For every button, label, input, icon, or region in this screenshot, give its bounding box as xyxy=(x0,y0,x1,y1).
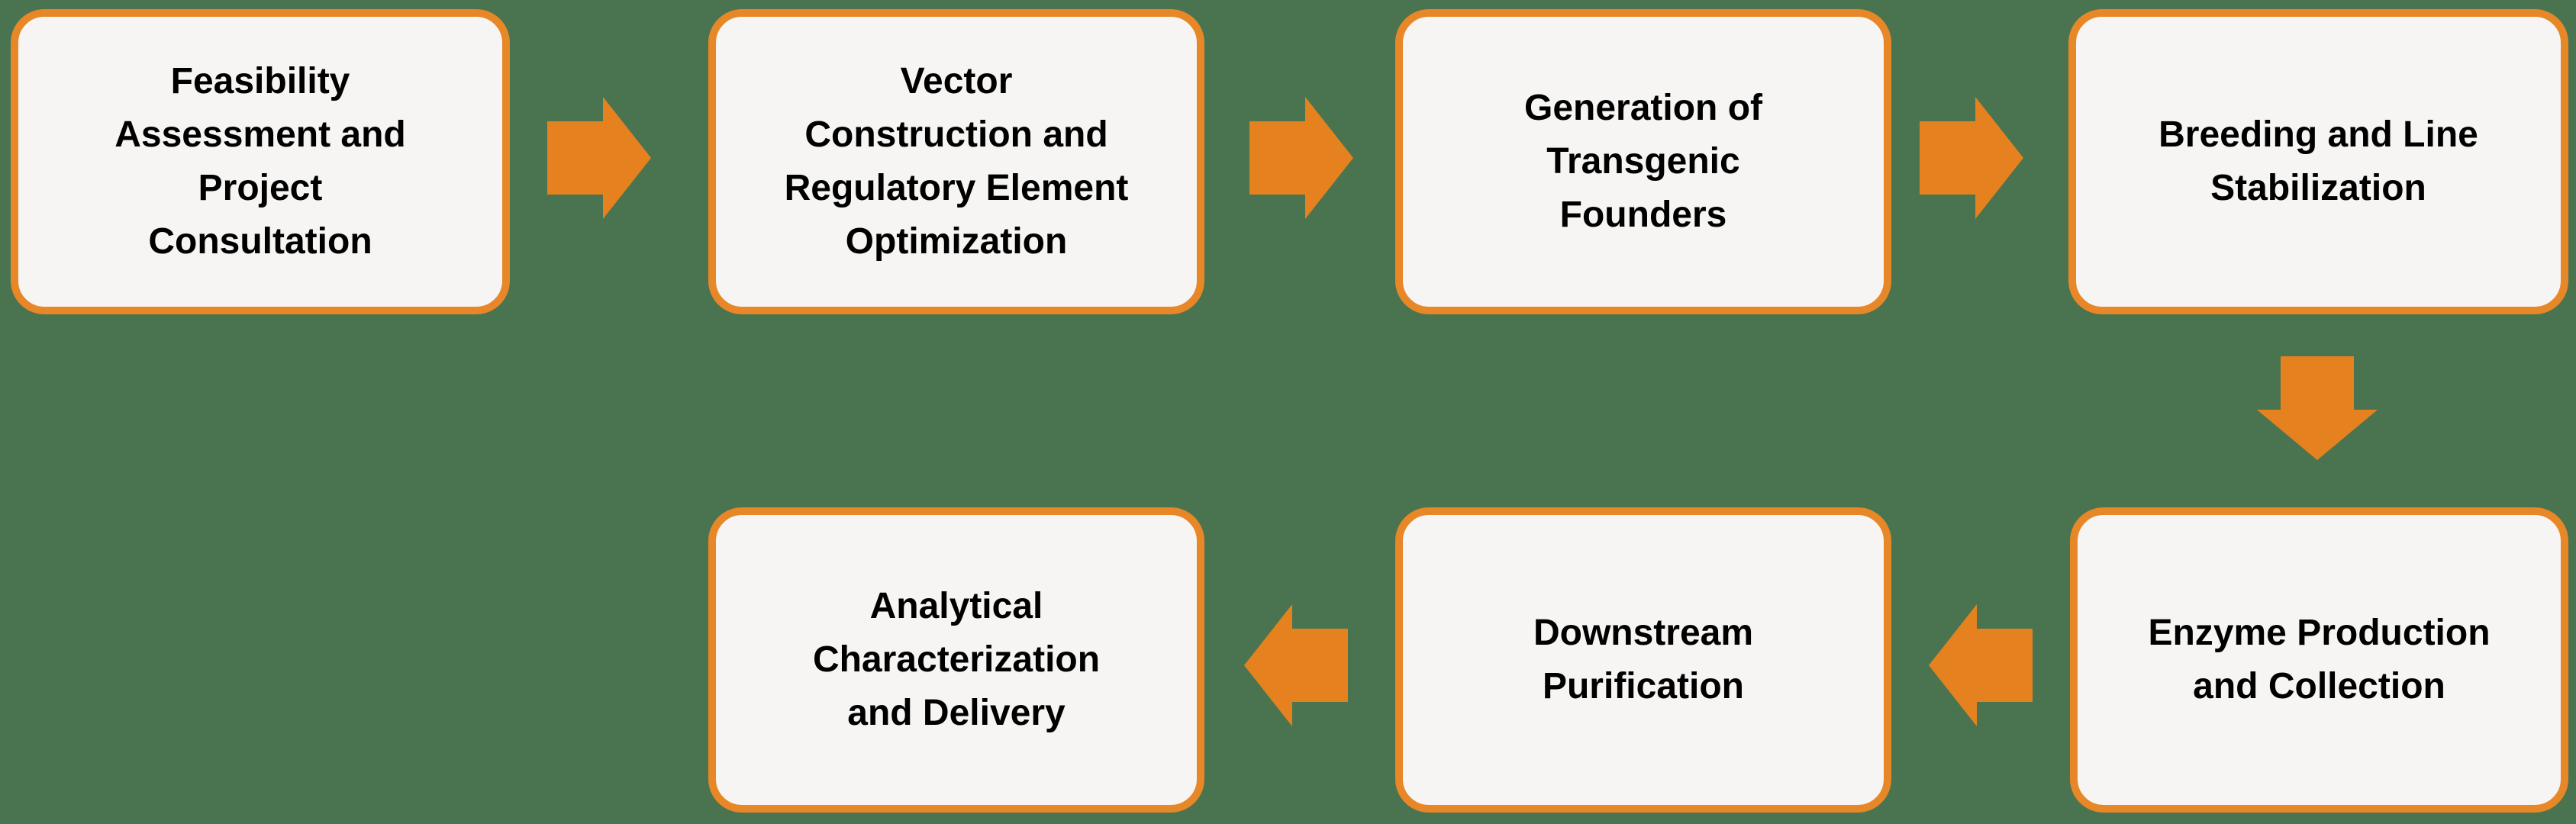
flow-arrow-right-icon xyxy=(1920,97,2023,219)
flow-arrow-left-icon xyxy=(1244,604,1348,726)
step-box-enzyme-production-and-collection: Enzyme Production and Collection xyxy=(2070,507,2568,813)
step-label: Feasibility Assessment and Project Consu… xyxy=(114,61,406,262)
flow-arrow-right-icon xyxy=(1249,97,1353,219)
step-box-generation-of-transgenic-founders: Generation of Transgenic Founders xyxy=(1395,9,1891,314)
step-box-breeding-and-line-stabilization: Breeding and Line Stabilization xyxy=(2068,9,2568,314)
flow-arrow-down-icon xyxy=(2257,356,2378,460)
step-label: Vector Construction and Regulatory Eleme… xyxy=(784,61,1129,262)
step-label: Generation of Transgenic Founders xyxy=(1523,88,1763,235)
flow-arrow-left-icon xyxy=(1929,604,2033,726)
flow-arrow-right-icon xyxy=(547,97,651,219)
step-label: Enzyme Production and Collection xyxy=(2148,613,2491,707)
step-box-analytical-characterization-and-delivery: Analytical Characterization and Delivery xyxy=(708,507,1204,813)
step-label: Analytical Characterization and Delivery xyxy=(812,586,1101,733)
step-box-downstream-purification: Downstream Purification xyxy=(1395,507,1891,813)
step-label: Downstream Purification xyxy=(1533,613,1754,707)
step-label: Breeding and Line Stabilization xyxy=(2158,114,2478,208)
step-box-feasibility-assessment: Feasibility Assessment and Project Consu… xyxy=(11,9,510,314)
step-box-vector-construction: Vector Construction and Regulatory Eleme… xyxy=(708,9,1204,314)
